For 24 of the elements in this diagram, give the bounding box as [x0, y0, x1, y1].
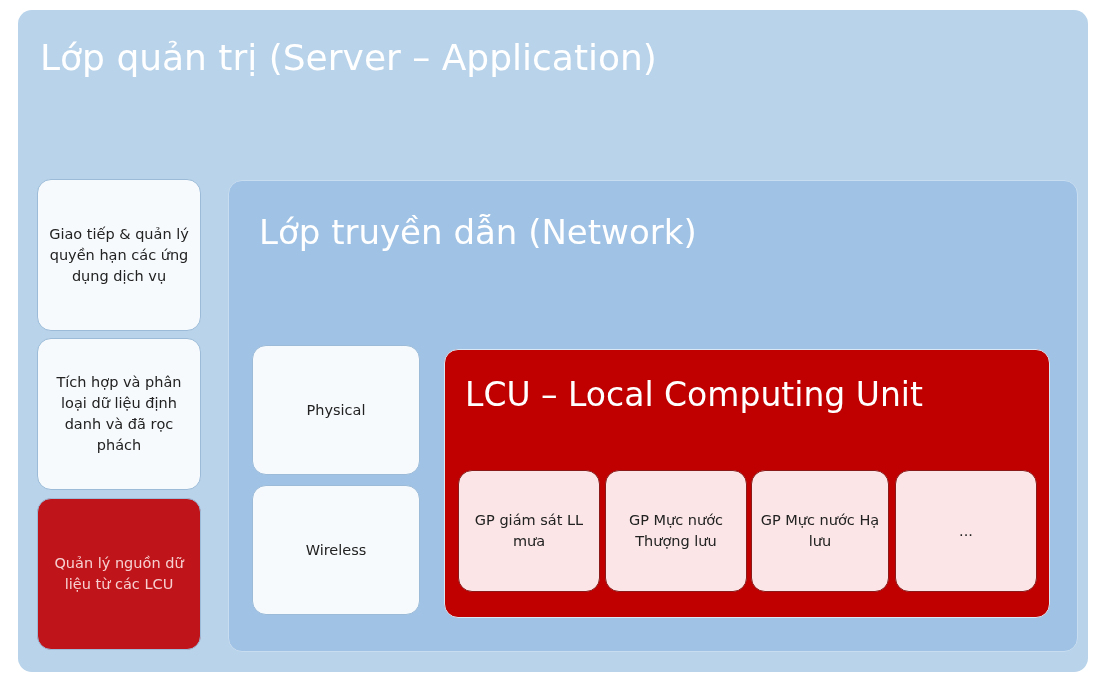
box-label: GP Mực nước Hạ lưu: [759, 511, 881, 551]
process-box: [895, 470, 1037, 592]
process-box: [37, 179, 201, 331]
process-box: [458, 470, 600, 592]
process-box: [37, 338, 201, 490]
box-label: Wireless: [304, 540, 368, 560]
layer-panel: [444, 349, 1050, 618]
process-box: [252, 345, 420, 475]
process-box: [252, 485, 420, 615]
process-box: [37, 498, 201, 650]
layer-panel: [228, 180, 1078, 652]
layer-title: LCU – Local Computing Unit: [465, 377, 923, 414]
box-label: GP giám sát LL mưa: [473, 511, 585, 551]
box-label: Quản lý nguồn dữ liệu từ các LCU: [53, 554, 186, 594]
box-label: Physical: [305, 400, 367, 420]
layer-title: Lớp quản trị (Server – Application): [40, 38, 657, 78]
process-box: [751, 470, 889, 592]
box-label: GP Mực nước Thượng lưu: [627, 511, 725, 551]
layer-title: Lớp truyền dẫn (Network): [259, 214, 697, 252]
box-label: ...: [958, 521, 974, 541]
process-box: [605, 470, 747, 592]
box-label: Tích hợp và phân loại dữ liệu định danh và đã rọc phách: [55, 373, 183, 455]
box-label: Giao tiếp & quản lý quyền hạn các ứng dụng dịch vụ: [48, 224, 190, 286]
layer-panel: [18, 10, 1088, 672]
